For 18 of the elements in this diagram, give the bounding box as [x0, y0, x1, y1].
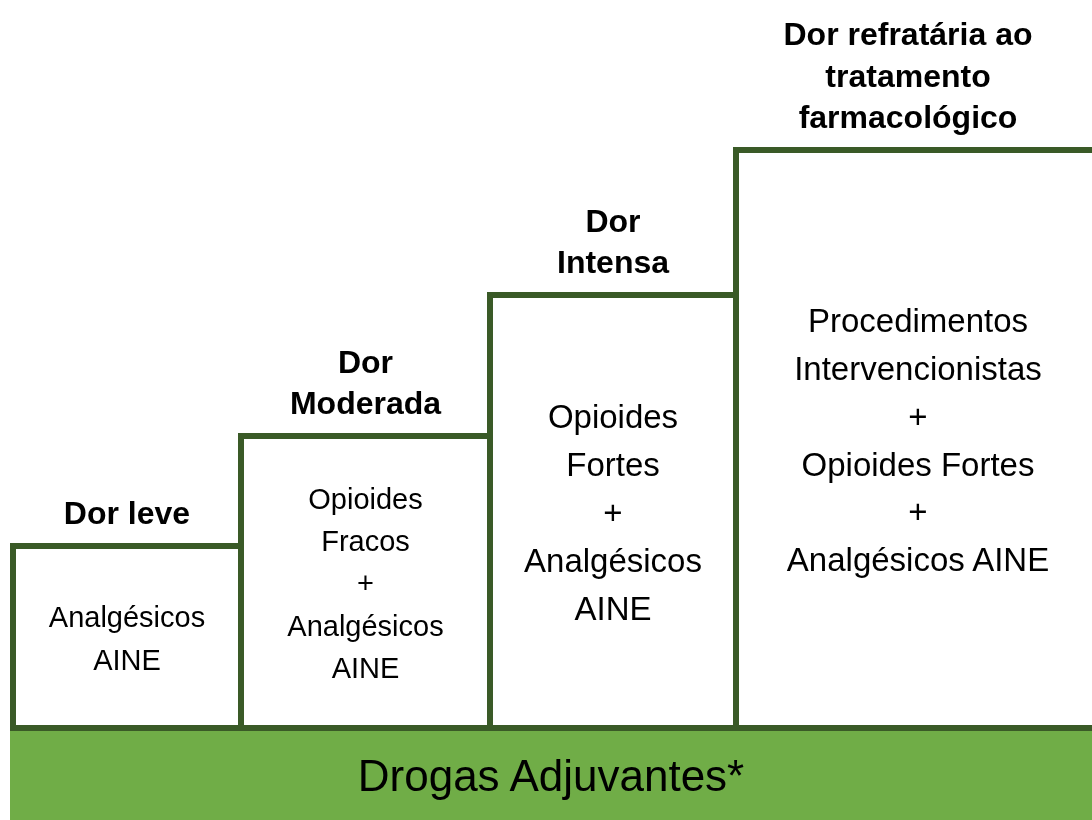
treatment-text: Opioides Fracos	[307, 482, 424, 560]
treatment-text: +	[908, 396, 928, 437]
treatment-text: Analgésicos AINE	[286, 608, 445, 686]
treatment-text: +	[908, 492, 928, 533]
treatment-text: Procedimentos Intervencionistas	[793, 300, 1043, 389]
step-heading: Dor Moderada	[288, 342, 443, 424]
step-heading: Dor leve	[62, 494, 192, 534]
treatment-text: Opioides Fortes	[546, 397, 680, 486]
treatment-text: Analgésicos AINE	[47, 600, 207, 678]
step-heading: Dor refratária ao tratamento farmacológico	[782, 15, 1034, 138]
treatment-text: Analgésicos AINE	[786, 540, 1050, 581]
treatment-text: Opioides Fortes	[801, 444, 1035, 485]
treatment-text: Analgésicos AINE	[524, 540, 702, 629]
base-bar	[10, 725, 1092, 820]
treatment-text: +	[357, 566, 374, 602]
bar-text: Drogas Adjuvantes*	[357, 750, 745, 801]
treatment-text: +	[603, 493, 623, 534]
step-heading: Dor Intensa	[556, 201, 671, 283]
